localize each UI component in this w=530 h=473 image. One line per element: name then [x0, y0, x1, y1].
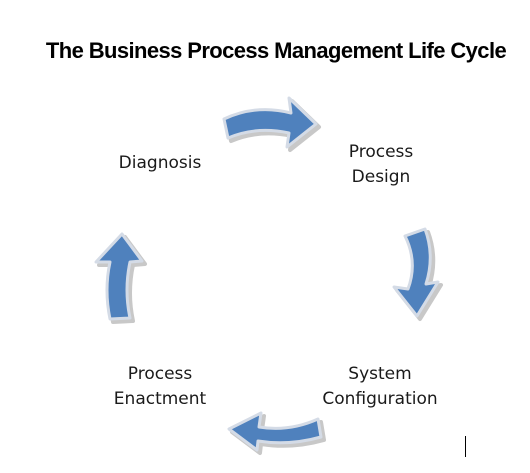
stage-process-enactment-line1: Process [127, 364, 193, 384]
arrow-configuration-to-enactment [227, 411, 323, 452]
text-cursor [465, 436, 466, 457]
stage-process-design-line2: Design [351, 167, 411, 187]
stage-process-design-line1: Process [348, 142, 414, 162]
arrow-design-to-configuration [392, 227, 440, 318]
stage-process-design: Process Design [321, 140, 441, 190]
stage-diagnosis-line1: Diagnosis [118, 153, 202, 173]
stage-process-enactment: Process Enactment [96, 362, 224, 412]
arrow-enactment-to-diagnosis [94, 232, 144, 321]
stage-system-configuration: System Configuration [300, 362, 460, 412]
diagram-title: The Business Process Management Life Cyc… [45, 38, 507, 63]
arrow-diagnosis-to-design [222, 96, 318, 149]
stage-diagnosis: Diagnosis [99, 151, 221, 176]
stage-process-enactment-line2: Enactment [113, 389, 207, 409]
stage-system-configuration-line1: System [348, 364, 412, 384]
stage-system-configuration-line2: Configuration [322, 389, 438, 409]
